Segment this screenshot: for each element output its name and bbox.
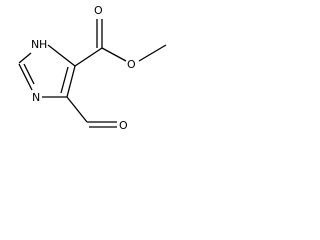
atom-label-nh-h: H	[39, 38, 47, 51]
atom-label-nh-n: N	[31, 38, 39, 51]
bond-c5-carbonyl	[74, 47, 103, 67]
methyl-formyl-imidazole-carboxylate-structure: N H N O O O	[18, 4, 167, 132]
bond-n1-c2	[18, 52, 32, 64]
bond-carbonyl-o-single	[101, 47, 127, 62]
bond-o-methyl	[138, 44, 167, 62]
atom-label-ester-o-single: O	[127, 58, 136, 71]
bond-c4-c5	[66, 65, 76, 98]
atom-label-ester-o-double: O	[94, 4, 103, 17]
bond-c4-c5-inner	[60, 66, 69, 94]
bond-c2-n3-inner	[23, 63, 35, 85]
bond-c2-n3	[18, 63, 33, 91]
atom-label-imine-n: N	[32, 91, 40, 104]
bond-c4-formyl	[66, 96, 88, 123]
atom-label-aldehyde-o: O	[119, 119, 128, 132]
bond-c5-n1	[47, 44, 76, 67]
